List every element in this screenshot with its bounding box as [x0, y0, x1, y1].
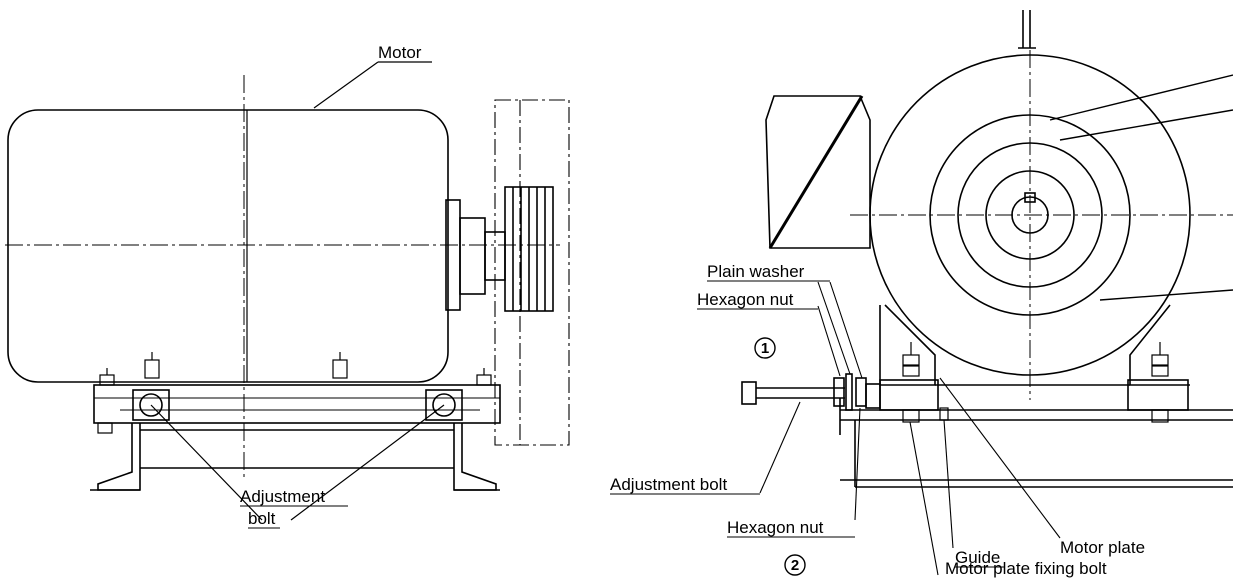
- adjustment-bolt-left: [139, 393, 163, 417]
- adjustment-bolt-right: [432, 393, 456, 417]
- adjustment-slot-left: [132, 389, 170, 421]
- label-plain-washer: Plain washer: [707, 262, 805, 281]
- marker-1-number: 1: [761, 340, 769, 357]
- fixing-bolt-stacks: [902, 342, 1169, 423]
- plain-washer: [845, 373, 853, 411]
- right-front-view: [741, 10, 1233, 576]
- hexagon-nut-upper-leader: [817, 305, 841, 377]
- hexagon-nut-1: [833, 377, 845, 407]
- fixing-bolt-leader: [909, 421, 939, 576]
- support-leg-right: [453, 423, 497, 491]
- marker-2: 2: [784, 554, 806, 576]
- label-motor: Motor: [378, 43, 422, 62]
- adjustment-leader-left: [150, 404, 263, 521]
- terminal-box-diagonal: [768, 95, 864, 249]
- label-hexagon-nut-lower: Hexagon nut: [727, 518, 824, 537]
- motor-foot-right: [1129, 304, 1190, 386]
- terminal-box: [765, 95, 871, 249]
- label-guide: Guide: [955, 548, 1000, 567]
- lifting-eye: [1018, 10, 1036, 49]
- label-adjustment-bolt-line1: Adjustment: [240, 487, 325, 506]
- left-side-view: [5, 61, 570, 521]
- label-adjustment-bolt-line2: bolt: [248, 509, 276, 528]
- motor-leader: [313, 61, 379, 109]
- adjustment-bolt-leader: [759, 401, 801, 494]
- top-bolts: [97, 352, 492, 434]
- guide-leader: [943, 419, 954, 549]
- base-plate: [93, 384, 501, 424]
- adjustment-leader-right: [290, 404, 445, 521]
- label-motor-plate: Motor plate: [1060, 538, 1145, 557]
- belt-upper: [1049, 74, 1233, 121]
- label-adjustment-bolt: Adjustment bolt: [610, 475, 727, 494]
- motor-bearing-cap: [459, 217, 486, 295]
- belt-upper-2: [1059, 109, 1233, 141]
- motor-body: [7, 109, 449, 383]
- support-leg-left: [97, 423, 141, 491]
- bracket: [865, 383, 881, 409]
- belt-cover: [494, 99, 570, 446]
- belt-lower: [1099, 289, 1233, 301]
- plain-washer-leader: [817, 281, 851, 375]
- plain-washer-leader-2: [829, 281, 863, 379]
- label-hexagon-nut-upper: Hexagon nut: [697, 290, 794, 309]
- marker-1: 1: [754, 337, 776, 359]
- motor-plate-leader: [939, 377, 1061, 539]
- hexagon-nut-2: [855, 377, 867, 407]
- adjustment-slot-right: [425, 389, 463, 421]
- label-underlines: [240, 61, 1005, 568]
- adjustment-bolt-head: [741, 381, 757, 405]
- label-motor-plate-fixing-bolt: Motor plate fixing bolt: [945, 559, 1107, 578]
- marker-2-number: 2: [791, 557, 799, 574]
- hexagon-nut-lower-leader: [854, 407, 861, 521]
